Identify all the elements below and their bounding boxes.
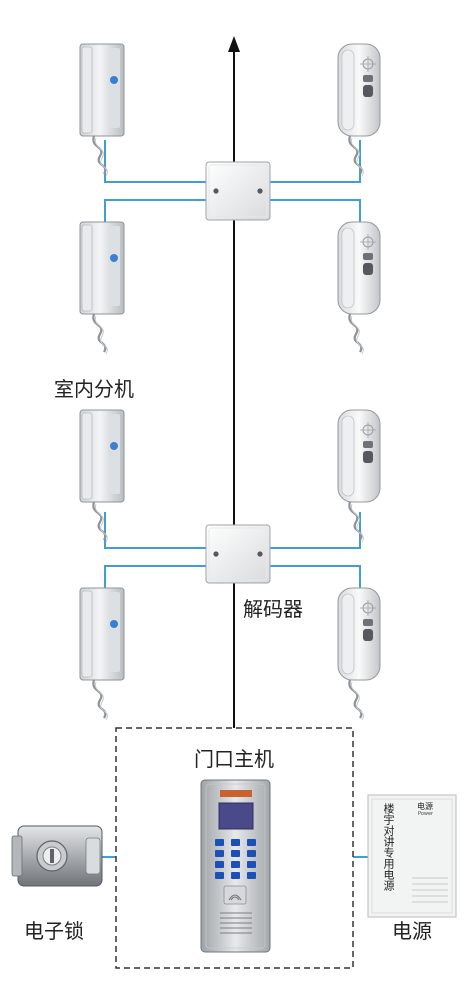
indoor-unit-right-1	[336, 42, 382, 178]
power-supply-vertical-text: 楼宇对讲专用电源	[382, 803, 395, 891]
electric-lock-icon	[11, 825, 103, 887]
indoor-unit-right-4	[336, 586, 382, 722]
power-supply-header: 电源	[417, 802, 433, 811]
power-supply-header-sub: Power	[418, 811, 434, 817]
power-supply-label: 电源	[392, 919, 432, 943]
panel-keypad-icon	[215, 839, 256, 879]
panel-logo-icon	[220, 790, 252, 797]
decoder-lower	[205, 524, 271, 584]
indoor-units-label: 室内分机	[54, 377, 134, 401]
wiring-lower	[104, 512, 361, 588]
wiring-upper	[104, 140, 361, 222]
indoor-unit-left-3	[78, 408, 126, 544]
door-unit-frame	[115, 727, 354, 969]
door-main-unit-panel	[200, 779, 271, 953]
indoor-unit-left-4	[78, 586, 126, 722]
door-main-unit-label: 门口主机	[194, 747, 274, 771]
panel-card-reader-icon	[223, 885, 247, 905]
decoder-label: 解码器	[243, 597, 303, 621]
indoor-unit-left-2	[78, 220, 126, 356]
power-supply-box	[367, 794, 457, 918]
panel-speaker-grille-icon	[220, 912, 252, 934]
power-supply-spec-table	[412, 877, 448, 903]
indoor-unit-right-2	[336, 220, 382, 356]
riser-arrow-head	[228, 36, 240, 52]
indoor-unit-left-1	[78, 42, 126, 178]
electric-lock-label: 电子锁	[24, 919, 84, 943]
decoder-upper	[205, 161, 271, 221]
panel-screen-icon	[218, 802, 254, 830]
indoor-unit-right-3	[336, 408, 382, 544]
